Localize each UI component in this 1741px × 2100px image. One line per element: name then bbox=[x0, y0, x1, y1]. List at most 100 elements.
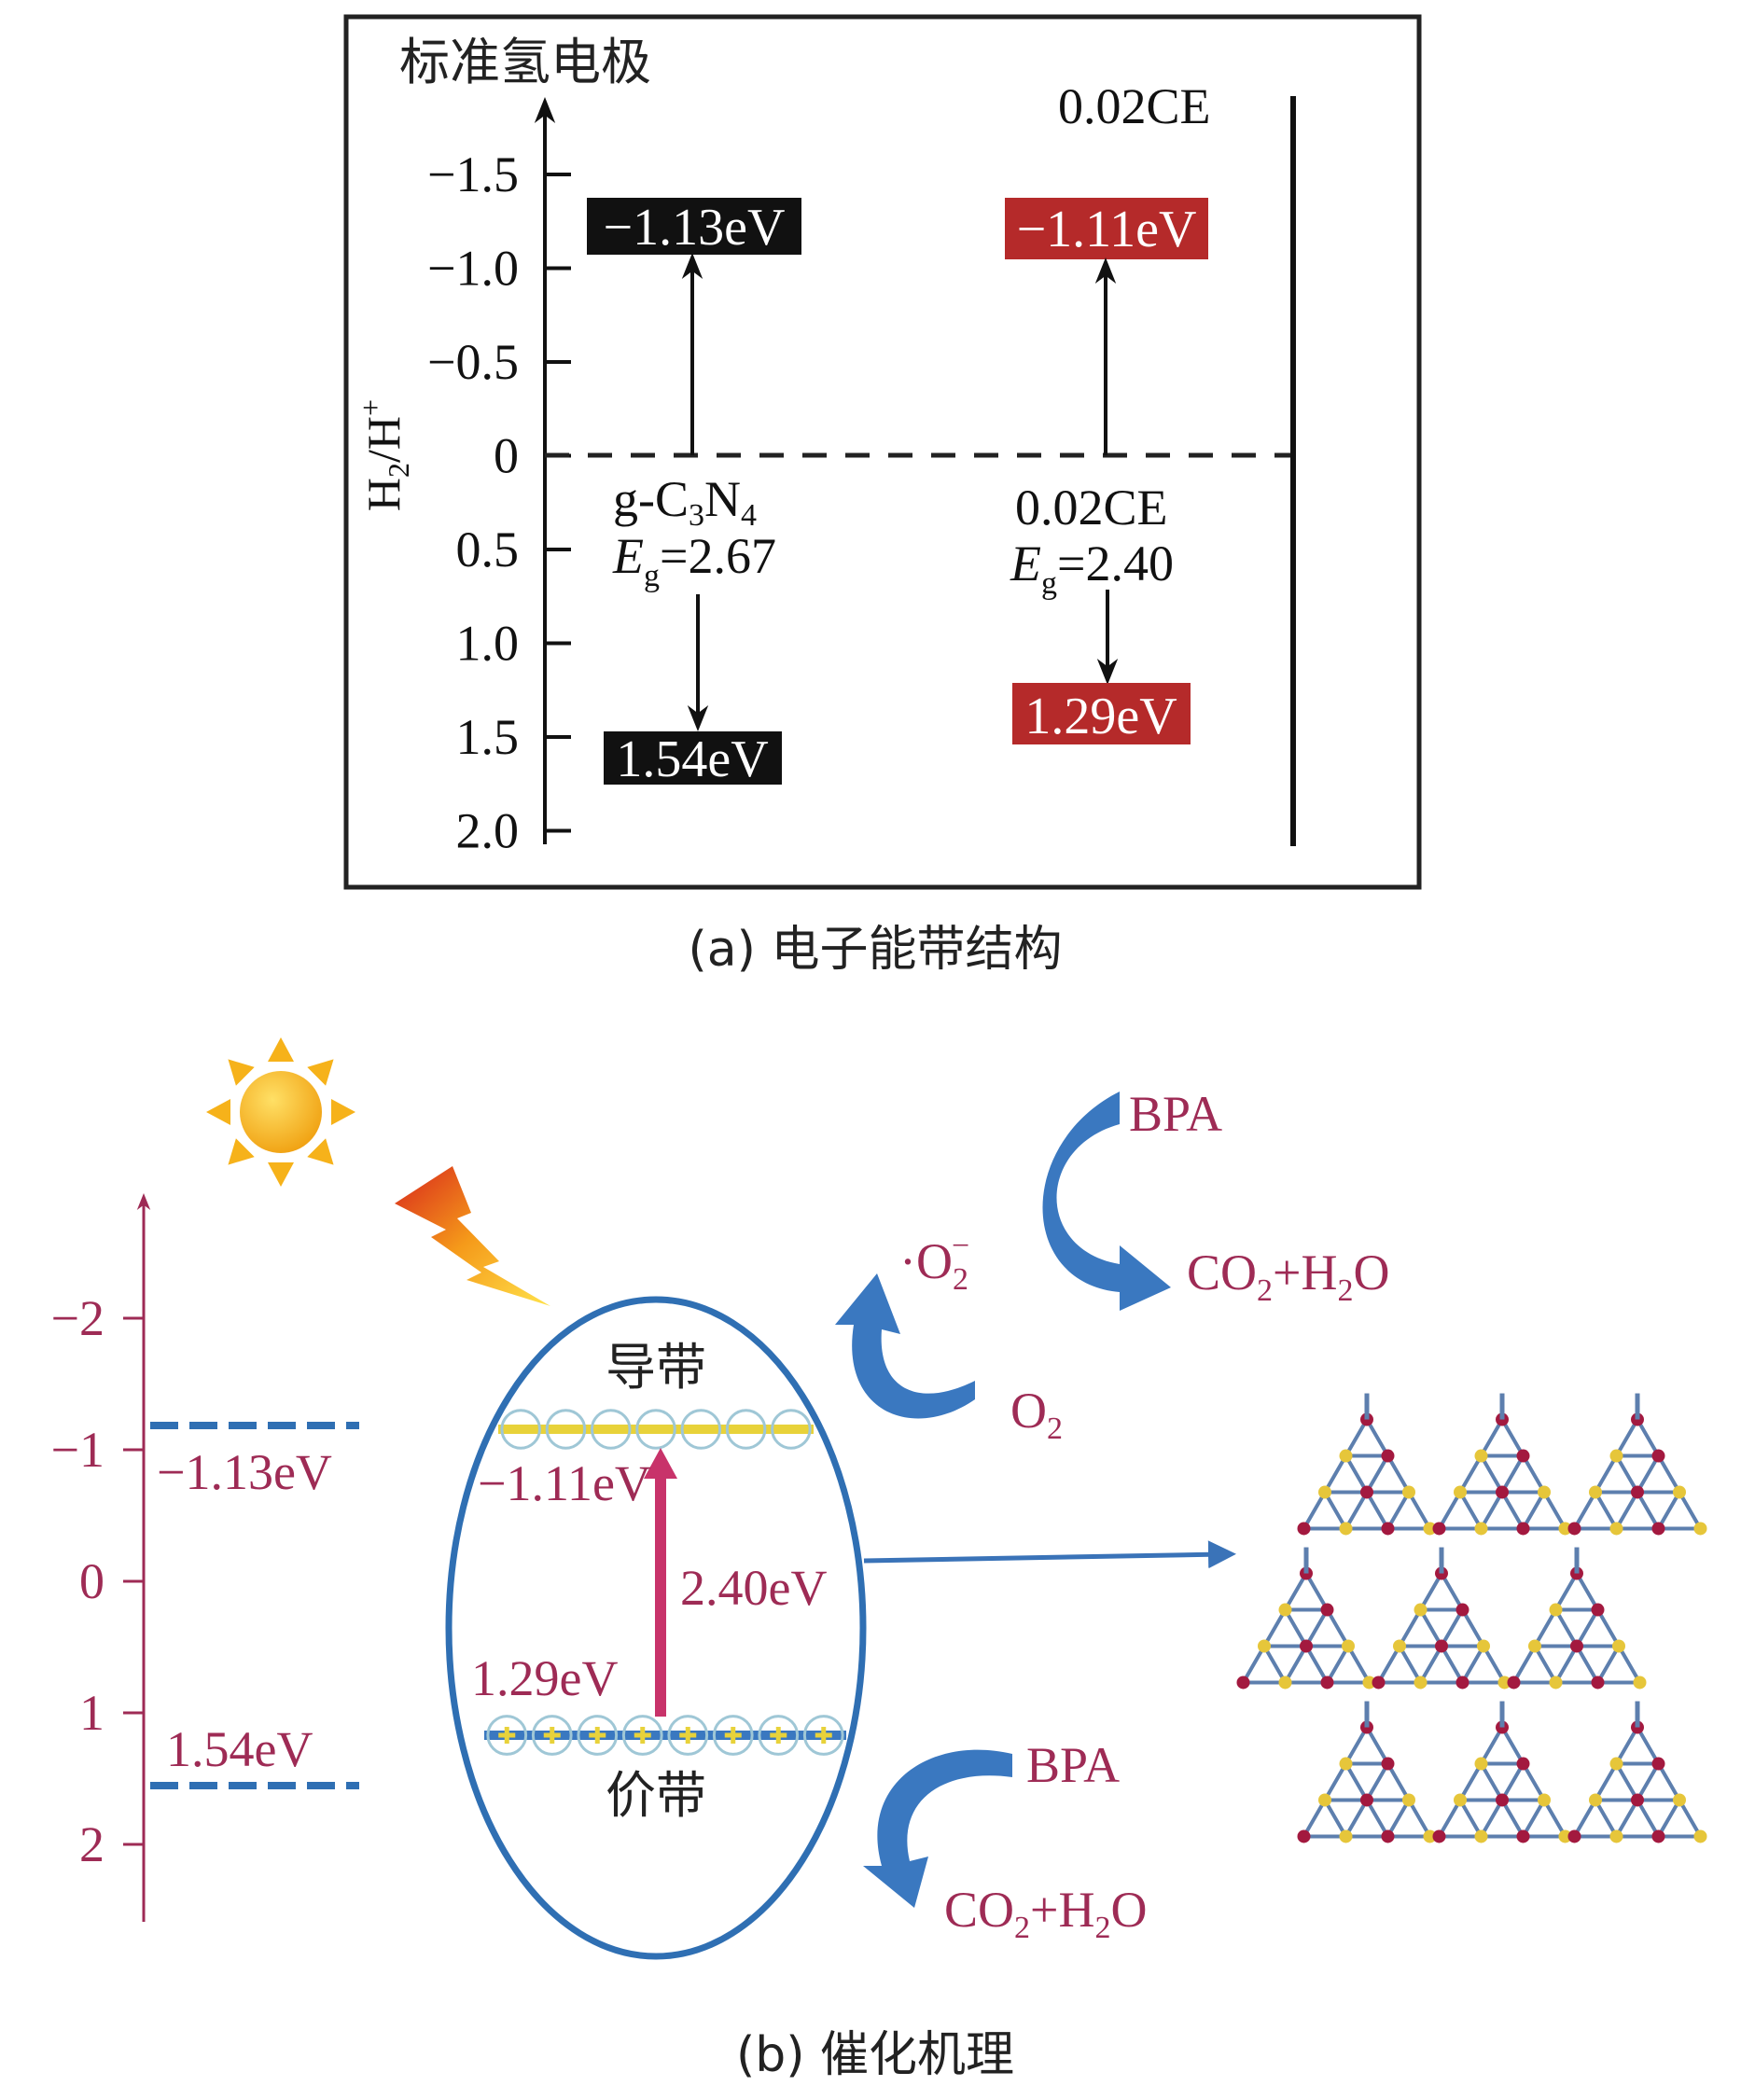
bond bbox=[1262, 1608, 1308, 1648]
hole bbox=[667, 1715, 709, 1756]
atom bbox=[1474, 1757, 1488, 1771]
bond bbox=[1344, 1418, 1390, 1458]
bond bbox=[1636, 1762, 1681, 1802]
bond bbox=[1656, 1799, 1703, 1839]
oxygen-label: O2 bbox=[1010, 1383, 1063, 1446]
bond bbox=[1325, 1645, 1372, 1685]
excitation-arrowhead bbox=[644, 1448, 677, 1479]
atom bbox=[1258, 1639, 1271, 1653]
atom bbox=[1633, 1676, 1647, 1690]
atom bbox=[1432, 1522, 1446, 1536]
atom bbox=[1507, 1676, 1521, 1690]
conduction-band-electrons bbox=[498, 1409, 814, 1450]
atom bbox=[1381, 1829, 1395, 1843]
atom bbox=[1516, 1757, 1530, 1771]
atom bbox=[1612, 1639, 1625, 1653]
atom bbox=[1402, 1793, 1415, 1807]
bond bbox=[1386, 1491, 1432, 1531]
sun-ray bbox=[228, 1138, 255, 1165]
atom bbox=[1693, 1829, 1707, 1843]
gcn-cb-label: −1.13eV bbox=[604, 199, 786, 257]
gcn-vb-value: 1.54eV bbox=[166, 1721, 313, 1777]
bond bbox=[1614, 1799, 1661, 1839]
plus-sign bbox=[724, 1727, 742, 1744]
atom bbox=[1342, 1639, 1355, 1653]
bond bbox=[1511, 1645, 1558, 1685]
superoxide-label: ·O2− bbox=[899, 1229, 969, 1297]
atom bbox=[1381, 1522, 1395, 1536]
hole bbox=[486, 1715, 528, 1756]
gcn-name: g-C3N4 bbox=[613, 471, 757, 533]
header-0-02ce: 0.02CE bbox=[1058, 78, 1211, 134]
bpa-label-bottom: BPA bbox=[1026, 1737, 1120, 1793]
atom bbox=[1570, 1639, 1583, 1653]
atom bbox=[1549, 1603, 1563, 1617]
bond bbox=[1533, 1608, 1579, 1648]
ce-cb-box bbox=[1005, 198, 1208, 259]
atom bbox=[1516, 1522, 1530, 1536]
bond bbox=[1479, 1491, 1525, 1531]
bond bbox=[1614, 1491, 1661, 1531]
products-label-top: CO2+H2O bbox=[1187, 1245, 1389, 1308]
atom bbox=[1609, 1757, 1623, 1771]
bond bbox=[1376, 1645, 1423, 1685]
atom bbox=[1423, 1522, 1437, 1536]
conduction-band-label: 导带 bbox=[606, 1338, 706, 1397]
atom bbox=[1297, 1829, 1311, 1843]
atom bbox=[1651, 1829, 1665, 1843]
structure-pointer-arrow bbox=[863, 1540, 1236, 1569]
atom bbox=[1381, 1449, 1395, 1463]
bpa-degradation-arrow-top bbox=[1042, 1092, 1171, 1311]
bond bbox=[1283, 1645, 1330, 1685]
plus-sign bbox=[770, 1727, 787, 1744]
bond bbox=[1323, 1762, 1369, 1802]
atom bbox=[1631, 1793, 1644, 1807]
ce-vb-value: 1.29eV bbox=[471, 1650, 618, 1706]
atom bbox=[1567, 1829, 1581, 1843]
atom bbox=[1381, 1757, 1395, 1771]
atom bbox=[1651, 1757, 1665, 1771]
electron bbox=[545, 1409, 587, 1450]
gcn-eg: Eg=2.67 bbox=[612, 528, 776, 593]
y-axis-label: H2/H+ bbox=[354, 399, 415, 511]
y-tick-label: −1.5 bbox=[427, 146, 519, 202]
atom bbox=[1591, 1603, 1605, 1617]
y-tick-label: 0 bbox=[494, 428, 519, 484]
atom bbox=[1455, 1603, 1469, 1617]
bond bbox=[1344, 1799, 1390, 1839]
atom bbox=[1432, 1829, 1446, 1843]
bond bbox=[1594, 1454, 1639, 1495]
atom bbox=[1297, 1522, 1311, 1536]
atom bbox=[1300, 1639, 1313, 1653]
atom bbox=[1423, 1829, 1437, 1843]
atom bbox=[1339, 1522, 1353, 1536]
gcn-vb-label: 1.54eV bbox=[616, 730, 768, 788]
atom bbox=[1477, 1639, 1490, 1653]
bond bbox=[1656, 1491, 1703, 1531]
atom bbox=[1474, 1522, 1488, 1536]
atom bbox=[1474, 1829, 1488, 1843]
bond bbox=[1500, 1762, 1546, 1802]
bond bbox=[1572, 1491, 1619, 1531]
bond bbox=[1521, 1799, 1567, 1839]
atom bbox=[1278, 1603, 1292, 1617]
sun-ray bbox=[307, 1138, 334, 1165]
gcn-vb-box bbox=[604, 731, 782, 785]
bond bbox=[1440, 1608, 1485, 1648]
energy-tick-label: 1 bbox=[79, 1685, 104, 1741]
products-label-bottom: CO2+H2O bbox=[944, 1882, 1147, 1945]
panel-a-band-structure: 标准氢电极 H2/H+ −1.5−1.0−0.500.51.01.52.0 0.… bbox=[343, 14, 1422, 978]
y-tick-label: 2.0 bbox=[456, 803, 520, 859]
bond bbox=[1458, 1762, 1504, 1802]
lightning-icon bbox=[395, 1166, 550, 1306]
atom bbox=[1567, 1522, 1581, 1536]
ce-eg: Eg=2.40 bbox=[1010, 535, 1174, 601]
y-axis-title: 标准氢电极 bbox=[399, 33, 651, 91]
atom bbox=[1549, 1676, 1563, 1690]
plus-sign bbox=[498, 1727, 516, 1744]
atom bbox=[1516, 1449, 1530, 1463]
bond bbox=[1302, 1799, 1348, 1839]
bpa-degradation-arrow-bottom bbox=[863, 1749, 1012, 1908]
caption-b: (b) 催化机理 bbox=[736, 2027, 1014, 2083]
